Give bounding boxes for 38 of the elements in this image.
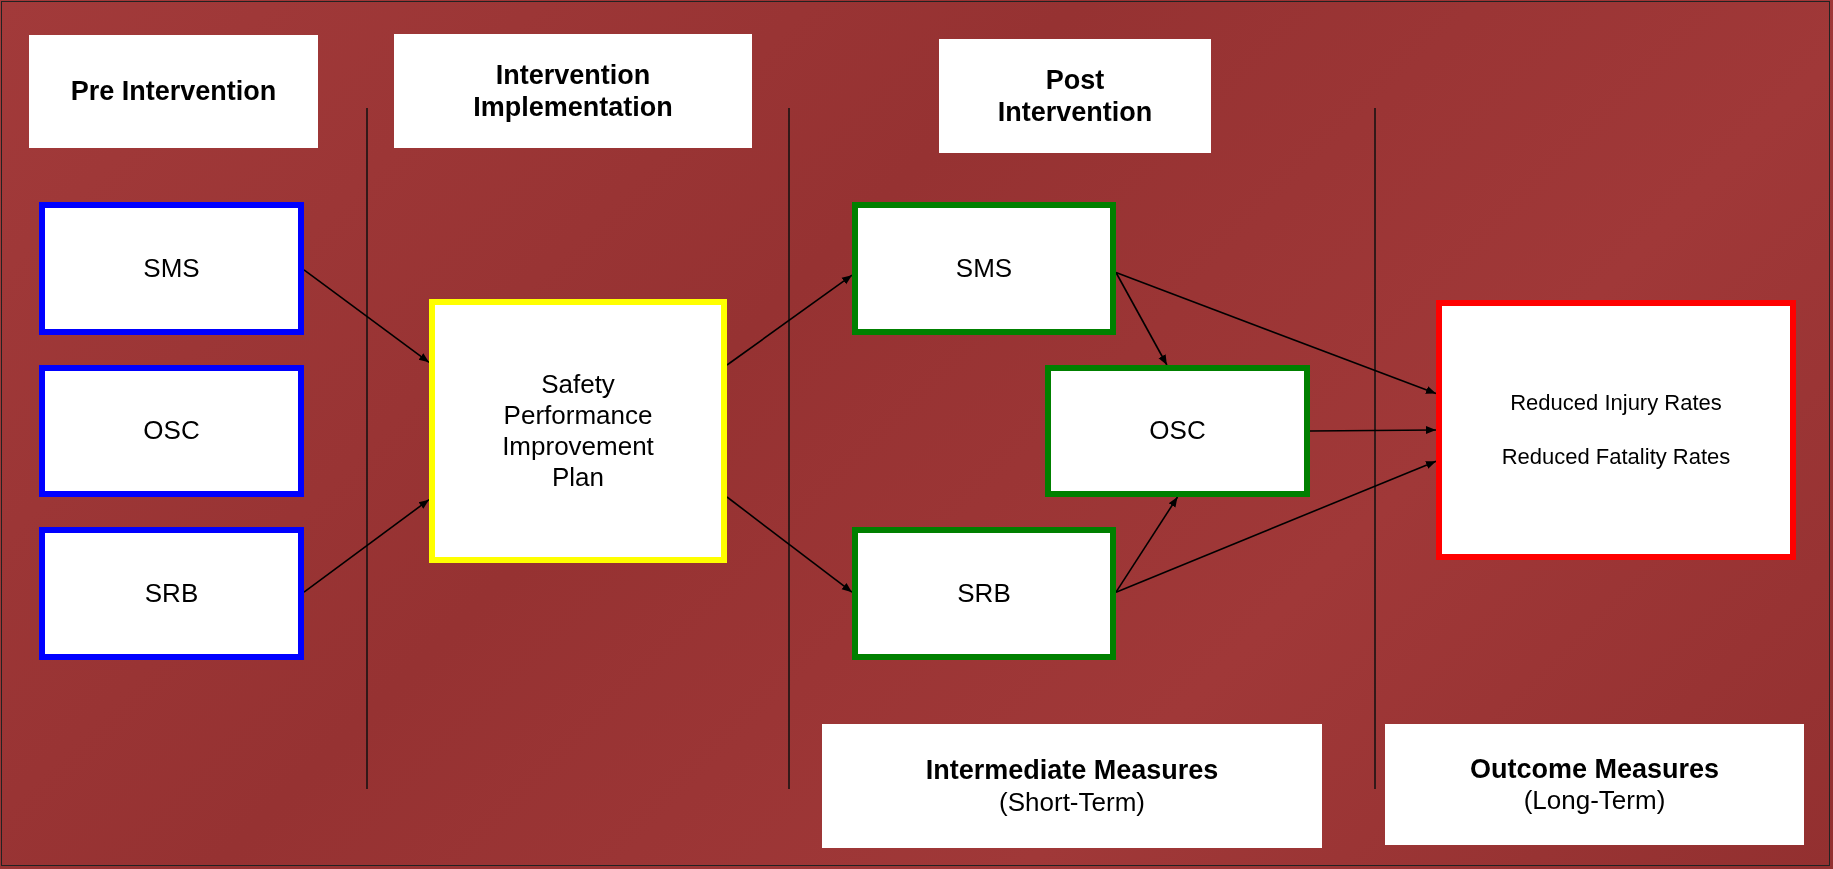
node-text: OSC bbox=[1148, 415, 1207, 447]
arrow bbox=[1115, 271, 1168, 366]
outcome-box bbox=[1436, 300, 1796, 560]
process-box bbox=[429, 299, 727, 563]
measures-box bbox=[1385, 724, 1804, 845]
node-text: SMS bbox=[954, 252, 1014, 285]
node-text: Intermediate Measures bbox=[925, 754, 1219, 787]
node-text: (Long-Term) bbox=[1523, 785, 1666, 817]
process-box bbox=[1045, 365, 1310, 497]
arrow bbox=[303, 269, 430, 364]
phase-header-box bbox=[939, 39, 1211, 153]
phase-header-box bbox=[29, 35, 318, 148]
node-text: OSC bbox=[142, 415, 201, 447]
process-box bbox=[852, 527, 1116, 660]
node-text: Outcome Measures bbox=[1469, 752, 1720, 786]
process-box bbox=[39, 527, 304, 660]
arrow bbox=[1115, 460, 1437, 593]
node-text: Safety Performance Improvement Plan bbox=[501, 368, 655, 494]
node-text: Intervention Implementation bbox=[472, 58, 674, 124]
node-text: Reduced Fatality Rates bbox=[1501, 444, 1731, 471]
arrow bbox=[303, 498, 430, 593]
node-text: Reduced Injury Rates bbox=[1510, 389, 1722, 416]
arrow bbox=[1115, 271, 1437, 395]
node-text: SRB bbox=[956, 577, 1012, 610]
arrow bbox=[726, 496, 853, 593]
node-text: Post Intervention bbox=[996, 63, 1154, 129]
node-text: Pre Intervention bbox=[69, 75, 278, 108]
process-box bbox=[39, 365, 304, 497]
node-text: SMS bbox=[142, 252, 201, 285]
process-box bbox=[39, 202, 304, 335]
node-text: (Short-Term) bbox=[999, 786, 1145, 818]
arrow bbox=[726, 274, 853, 366]
measures-box bbox=[822, 724, 1322, 848]
arrow bbox=[1115, 496, 1179, 593]
process-box bbox=[852, 202, 1116, 335]
node-text: SRB bbox=[143, 577, 200, 610]
phase-header-box bbox=[394, 34, 752, 148]
arrow bbox=[1309, 426, 1437, 435]
